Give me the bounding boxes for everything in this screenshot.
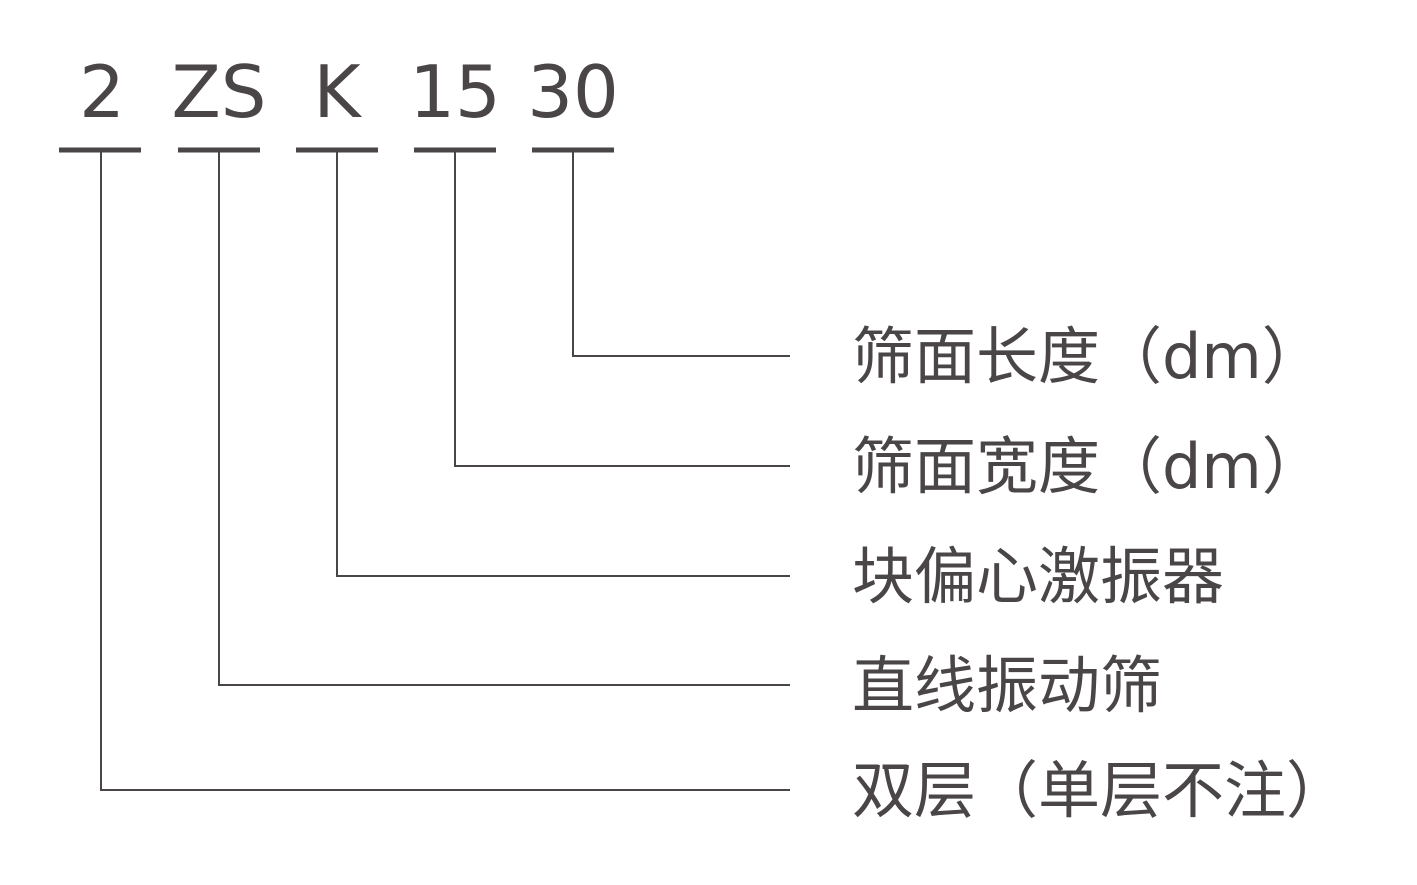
code-part-exciter: K xyxy=(313,50,362,134)
code-part-type: ZS xyxy=(171,50,266,134)
code-parts: 2 ZS K 15 30 xyxy=(79,50,619,134)
code-part-width: 15 xyxy=(409,50,501,134)
label-type: 直线振动筛 xyxy=(852,649,1162,722)
label-exciter: 块偏心激振器 xyxy=(852,540,1224,613)
connector-type xyxy=(218,150,790,686)
connector-length xyxy=(572,150,790,357)
labels: 筛面长度（dm） 筛面宽度（dm） 块偏心激振器 直线振动筛 双层（单层不注） xyxy=(852,320,1348,827)
connector-exciter xyxy=(336,150,790,577)
code-part-length: 30 xyxy=(527,50,619,134)
label-layers: 双层（单层不注） xyxy=(852,754,1348,827)
label-width: 筛面宽度（dm） xyxy=(852,430,1324,503)
connector-width xyxy=(454,150,790,467)
label-length: 筛面长度（dm） xyxy=(852,320,1324,393)
connector-lines xyxy=(100,150,790,791)
code-part-layers: 2 xyxy=(79,50,125,134)
connector-layers xyxy=(100,150,790,791)
